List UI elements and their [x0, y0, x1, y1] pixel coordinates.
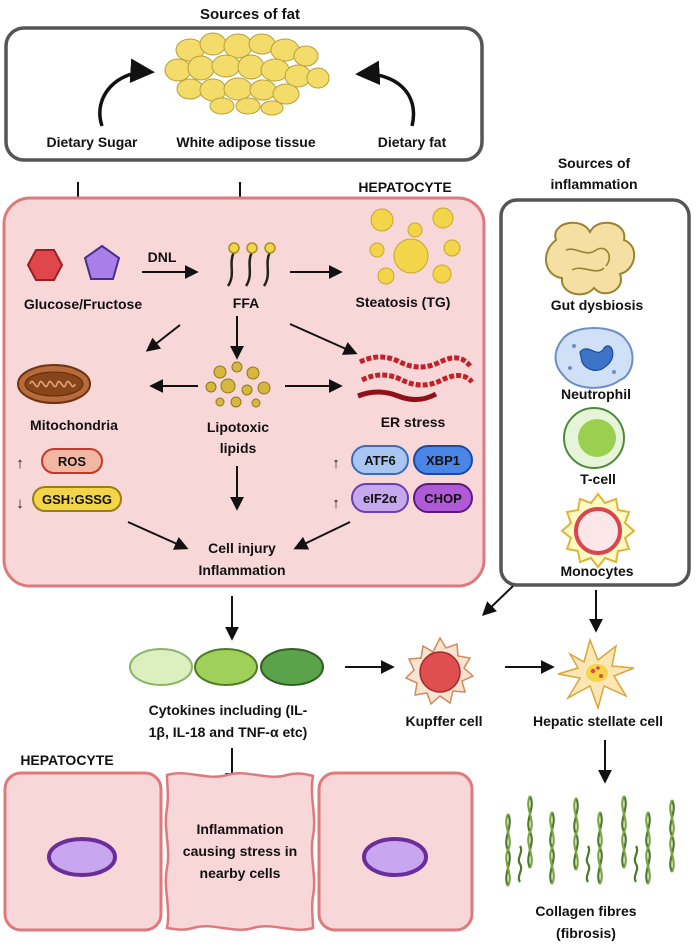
arrow-ffa-to-mitochondria	[145, 324, 181, 352]
eif2a-badge	[351, 483, 409, 513]
cytokines-label-line1: Cytokines including (IL-	[149, 702, 308, 718]
atf6-label: ATF6	[364, 453, 396, 468]
ros-badge	[41, 448, 103, 474]
steatosis-droplets-icon	[369, 207, 461, 285]
chop-label: CHOP	[424, 491, 462, 506]
glucose-fructose-label: Glucose/Fructose	[24, 296, 142, 312]
chop-badge	[413, 483, 473, 513]
kupffer-cell-label: Kupffer cell	[405, 713, 482, 729]
cytokine-medium-icon	[194, 648, 258, 686]
gut-dysbiosis-label: Gut dysbiosis	[551, 297, 644, 313]
arrow-up-er-2: ↑	[332, 495, 340, 512]
lipotoxic-lipids-icon	[205, 361, 271, 408]
collagen-fibres-icon	[505, 795, 675, 887]
eif2a-label: eIF2α	[363, 491, 397, 506]
gsh-gssg-badge	[32, 486, 122, 512]
inflammation-title-line2: inflammation	[550, 176, 637, 192]
inflammation-title-line1: Sources of	[558, 155, 631, 171]
lipotoxic-label-line1: Lipotoxic	[207, 419, 269, 435]
hepatocyte-title: HEPATOCYTE	[358, 179, 451, 195]
hepatic-stellate-cell-icon	[557, 637, 635, 711]
xbp1-badge	[413, 445, 473, 475]
cytokine-light-icon	[129, 648, 193, 686]
t-cell-icon	[563, 407, 625, 469]
er-stress-label: ER stress	[381, 414, 446, 430]
collagen-label-line1: Collagen fibres	[535, 903, 636, 919]
bottom-hepatocyte-title: HEPATOCYTE	[20, 752, 113, 768]
xbp1-label: XBP1	[426, 453, 460, 468]
er-stress-icon	[357, 354, 474, 402]
inflammation-panel	[499, 198, 691, 587]
atf6-badge	[351, 445, 409, 475]
steatosis-label: Steatosis (TG)	[356, 294, 451, 310]
glucose-hexagon-icon	[26, 249, 64, 281]
curved-arrow-right	[355, 60, 416, 127]
curved-arrow-left	[98, 58, 155, 127]
monocytes-label: Monocytes	[560, 563, 633, 579]
mitochondria-icon	[17, 364, 91, 404]
stress-label-line1: Inflammation	[196, 821, 283, 837]
left-hepatocyte-nucleus	[47, 837, 117, 877]
arrow-down-mitochondria: ↓	[16, 495, 24, 512]
kupffer-cell-icon	[404, 636, 475, 706]
dietary-sugar-label: Dietary Sugar	[46, 134, 138, 150]
gsh-gssg-label: GSH:GSSG	[42, 492, 112, 507]
fructose-pentagon-icon	[83, 244, 121, 280]
cytokine-dark-icon	[260, 648, 324, 686]
cell-injury-label: Cell injury	[208, 540, 276, 556]
dietary-fat-label: Dietary fat	[378, 134, 447, 150]
gut-dysbiosis-icon	[545, 221, 635, 296]
dnl-label: DNL	[148, 249, 177, 265]
cytokines-label-line2: 1β, IL-18 and TNF-α etc)	[149, 724, 308, 740]
sources-of-fat-title: Sources of fat	[200, 6, 300, 23]
monocyte-icon	[560, 492, 636, 569]
neutrophil-label: Neutrophil	[561, 386, 631, 402]
collagen-label-line2: (fibrosis)	[556, 925, 616, 941]
stressed-hepatocyte-cell	[164, 772, 316, 931]
arrow-up-mitochondria: ↑	[16, 455, 24, 472]
mitochondria-label: Mitochondria	[30, 417, 118, 433]
inflammation-label: Inflammation	[198, 562, 285, 578]
white-adipose-label: White adipose tissue	[176, 134, 315, 150]
ffa-label: FFA	[233, 295, 259, 311]
right-hepatocyte-nucleus	[362, 837, 428, 877]
arrow-er-to-injury	[293, 521, 351, 550]
stellate-cell-label: Hepatic stellate cell	[533, 713, 663, 729]
arrow-up-er-1: ↑	[332, 455, 340, 472]
arrow-ffa-to-er-stress	[289, 323, 358, 355]
stress-label-line3: nearby cells	[200, 865, 281, 881]
arrow-mito-to-injury	[127, 521, 189, 550]
t-cell-label: T-cell	[580, 471, 616, 487]
ffa-icon	[226, 242, 276, 287]
lipotoxic-label-line2: lipids	[220, 440, 257, 456]
ros-label: ROS	[58, 454, 87, 469]
neutrophil-icon	[554, 327, 634, 389]
white-adipose-tissue-icon	[164, 32, 330, 116]
stress-label-line2: causing stress in	[183, 843, 297, 859]
arrow-inflammation-to-kupffer	[481, 585, 514, 616]
